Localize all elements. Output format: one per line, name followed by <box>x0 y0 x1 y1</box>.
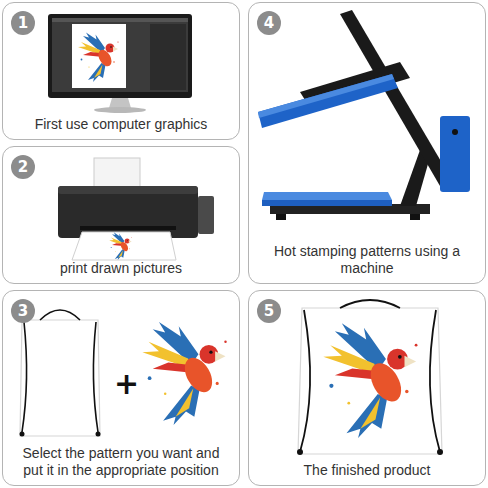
printed-sheet <box>72 232 176 260</box>
drawstring-end <box>437 449 443 455</box>
parrot-image <box>78 33 119 83</box>
parrot-pattern <box>142 322 226 425</box>
step-panel: Hot stamping patterns using a machine 4 <box>248 2 486 284</box>
monitor-screen <box>52 18 188 92</box>
step-caption: First use computer graphics <box>17 116 225 133</box>
drawstring <box>300 310 440 452</box>
monitor-base <box>94 107 146 113</box>
lower-platen <box>262 192 392 200</box>
parrot-print <box>323 323 417 438</box>
press-foot <box>276 214 286 220</box>
drawstring-end <box>96 432 101 437</box>
step-number: 3 <box>11 299 35 323</box>
callout-number: 1 <box>18 14 28 32</box>
step-panel: print drawn pictures 2 <box>2 146 240 284</box>
callout-number: 3 <box>18 302 28 320</box>
step-panel: First use computer graphics 1 <box>2 2 240 140</box>
step-number: 1 <box>11 11 35 35</box>
lower-platen <box>262 200 392 206</box>
paper-sheet <box>94 158 140 190</box>
drawstring <box>40 310 80 320</box>
callout-number: 4 <box>264 14 274 32</box>
press-foot <box>410 214 420 220</box>
printer-body <box>58 186 198 238</box>
menu-bar <box>52 18 188 22</box>
printer-top <box>58 186 198 194</box>
parrot-image <box>109 232 132 260</box>
canvas <box>72 24 126 88</box>
step-panel: The finished product 5 <box>248 290 486 486</box>
step-caption: print drawn pictures <box>17 260 225 277</box>
side-panel <box>150 24 186 90</box>
control-knob <box>452 129 458 135</box>
monitor-frame <box>48 14 192 98</box>
drawstring-end <box>297 449 303 455</box>
upper-platen <box>258 74 398 128</box>
drawstring <box>22 322 98 432</box>
step-caption: Select the pattern you want and put it i… <box>11 445 231 479</box>
control-box <box>440 116 470 192</box>
printer-slot <box>80 226 176 230</box>
ink-tank <box>198 196 214 234</box>
finished-bag <box>298 308 442 454</box>
plus-sign: + <box>114 366 139 401</box>
callout-number: 5 <box>264 302 274 320</box>
monitor-stand <box>109 98 131 108</box>
blank-bag <box>20 320 100 436</box>
upper-platen <box>258 74 394 118</box>
drawstring-end <box>20 432 25 437</box>
step-number: 4 <box>257 11 281 35</box>
step-caption: The finished product <box>263 462 471 479</box>
step-number: 5 <box>257 299 281 323</box>
step-number: 2 <box>11 155 35 179</box>
step-caption: Hot stamping patterns using a machine <box>271 243 463 277</box>
drawstring <box>340 300 400 308</box>
callout-number: 2 <box>18 158 28 176</box>
